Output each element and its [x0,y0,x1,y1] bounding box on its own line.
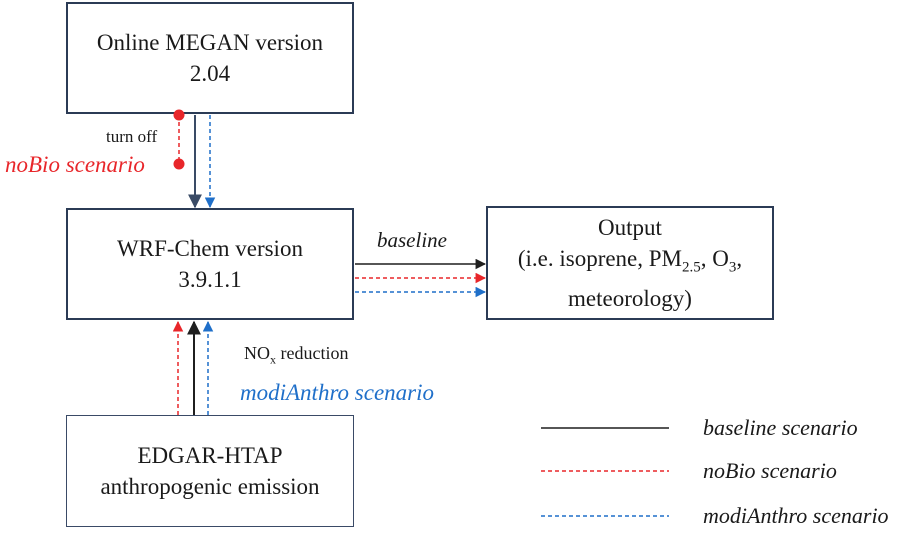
output-meteorology: meteorology) [568,286,692,312]
output-node: Output (i.e. isoprene, PM2.5, O3, meteor… [486,206,774,320]
nobio-turn-off-dot-bottom [173,158,185,170]
nobio-scenario-label: noBio scenario [5,152,145,177]
edgar-subtitle: anthropogenic emission [100,474,320,499]
wrf-chem-node: WRF-Chem version 3.9.1.1 [66,208,354,320]
pm-subscript: 2.5 [682,259,701,276]
megan-node: Online MEGAN version 2.04 [66,2,354,114]
output-text-c: , [736,245,743,271]
output-text-a: (i.e. isoprene, PM [517,245,683,271]
megan-title: Online MEGAN version [96,30,324,55]
nox-text: NO [244,343,270,363]
output-title: Output [598,214,662,240]
legend-modianthro-label: modiAnthro scenario [703,503,889,528]
wrf-title: WRF-Chem version [117,236,303,261]
megan-version: 2.04 [189,61,231,86]
turn-off-label: turn off [106,127,158,146]
nobio-turn-off-dot-top [173,109,185,121]
nox-subscript: x [270,352,276,367]
nox-reduction-label: NOx reduction [244,342,348,371]
legend-baseline-label: baseline scenario [703,415,858,440]
output-variables: (i.e. isoprene, PM2.5, O3, [518,243,742,284]
baseline-label: baseline [377,228,447,252]
edgar-title: EDGAR-HTAP [137,443,283,468]
output-text-b: , O [700,245,729,271]
modianthro-scenario-label: modiAnthro scenario [240,380,434,405]
edgar-node: EDGAR-HTAP anthropogenic emission [66,415,354,527]
wrf-version: 3.9.1.1 [178,267,242,292]
o3-subscript: 3 [728,259,737,276]
reduction-text: reduction [276,343,349,363]
legend-nobio-label: noBio scenario [703,458,837,483]
